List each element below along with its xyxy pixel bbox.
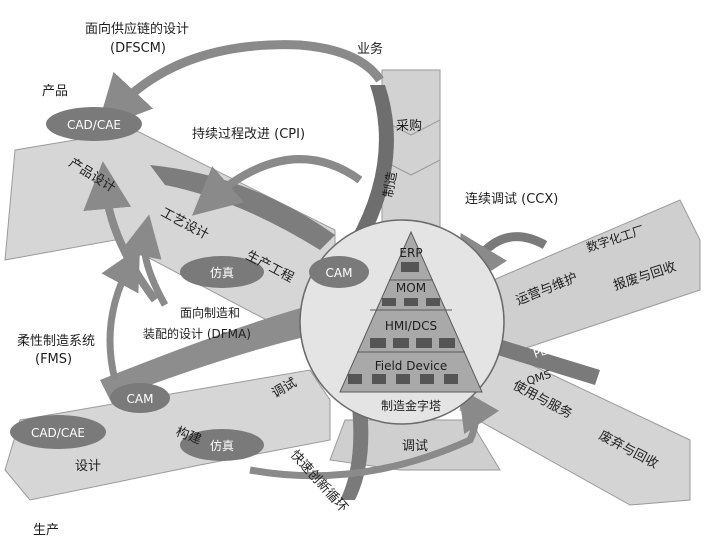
production-label: 生产 xyxy=(33,523,59,538)
hmi-icon-2 xyxy=(393,338,409,348)
left-swoosh xyxy=(100,300,335,400)
field-device-icon-1 xyxy=(348,374,362,384)
cpi-label: 持续过程改进 (CPI) xyxy=(192,127,305,142)
erp-label: ERP xyxy=(399,246,422,260)
cad-cae-bottom-label: CAD/CAE xyxy=(31,426,85,440)
dfma-arrow-1 xyxy=(83,161,159,303)
dfscm-arrow xyxy=(96,40,384,130)
field-device-icon-4 xyxy=(420,374,434,384)
hmi-icon-4 xyxy=(439,338,455,348)
erp-icon xyxy=(401,262,419,272)
production-band xyxy=(4,369,331,501)
ccx-label: 连续调试 (CCX) xyxy=(465,191,558,207)
mom-icon-3 xyxy=(426,298,440,306)
cam-center-label: CAM xyxy=(326,266,353,280)
dfscm-label: 面向供应链的设计 xyxy=(85,21,189,37)
business-label: 业务 xyxy=(357,41,383,57)
hmi-dcs-label: HMI/DCS xyxy=(385,319,437,333)
mom-icon-2 xyxy=(404,298,418,306)
cad-cae-top-ellipse xyxy=(46,107,142,141)
commissioning-band xyxy=(329,419,501,471)
dfma-arrow-2 xyxy=(120,214,169,307)
mom-icon-1 xyxy=(382,298,396,306)
design-label: 设计 xyxy=(75,459,101,474)
hmi-icon-3 xyxy=(416,338,432,348)
fms-label-line2: (FMS) xyxy=(35,352,72,367)
hmi-icon-1 xyxy=(370,338,386,348)
cpi-arrow xyxy=(191,155,363,216)
cam-center-ellipse xyxy=(309,256,369,288)
fms-arrow xyxy=(101,246,141,381)
dfscm-abbr-label: (DFSCM) xyxy=(110,41,166,56)
simulation-top-label: 仿真 xyxy=(210,266,234,280)
mom-label: MOM xyxy=(396,281,426,295)
commissioning-bottom-label: 调试 xyxy=(402,439,428,454)
cad-cae-top-label: CAD/CAE xyxy=(67,118,121,132)
dfma-label-line1: 面向制造和 xyxy=(180,305,240,320)
field-device-icon-3 xyxy=(396,374,410,384)
product-label: 产品 xyxy=(42,84,68,99)
scm-label: SCM xyxy=(364,159,379,183)
field-device-label: Field Device xyxy=(375,359,448,373)
simulation-bottom-label: 仿真 xyxy=(210,439,234,453)
scm-swoosh xyxy=(350,85,394,245)
simulation-bottom-ellipse xyxy=(180,429,264,461)
field-device-icon-5 xyxy=(444,374,458,384)
procurement-label: 采购 xyxy=(396,118,422,134)
simulation-top-ellipse xyxy=(180,256,264,288)
field-device-icon-2 xyxy=(372,374,386,384)
manufacturing-label: 制造 xyxy=(381,170,400,198)
cam-left-ellipse xyxy=(110,383,170,413)
pyramid-title-label: 制造金字塔 xyxy=(381,398,441,413)
rapid-innovation-arrow xyxy=(249,387,500,480)
fms-label-line1: 柔性制造系统 xyxy=(17,334,95,349)
dfma-label-line2: 装配的设计 (DFMA) xyxy=(143,326,251,341)
cam-left-label: CAM xyxy=(127,392,154,406)
cad-cae-bottom-ellipse xyxy=(10,415,106,449)
